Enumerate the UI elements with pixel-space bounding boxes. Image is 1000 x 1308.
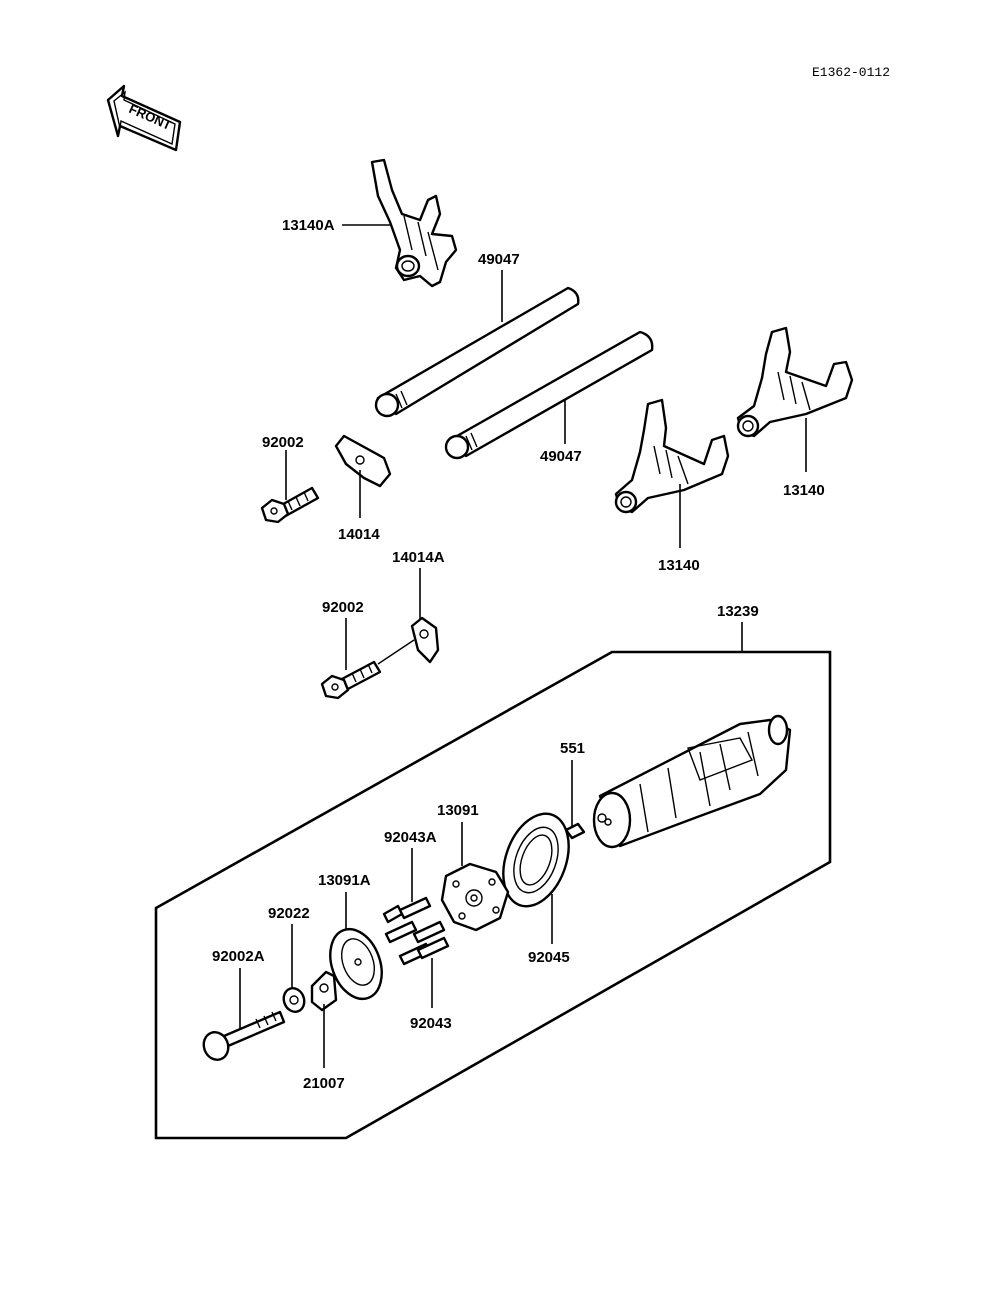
label-13140-right: 13140	[783, 482, 825, 499]
label-92022: 92022	[268, 905, 310, 922]
label-551: 551	[560, 740, 585, 757]
label-13140-mid: 13140	[658, 557, 700, 574]
label-49047-bot: 49047	[540, 448, 582, 465]
label-13140a: 13140A	[282, 217, 335, 234]
cam-plate-13091a	[329, 927, 383, 1001]
bolt-92002a	[202, 1010, 286, 1061]
label-13091a: 13091A	[318, 872, 371, 889]
shift-drum-13239	[592, 714, 792, 849]
label-13091: 13091	[437, 802, 479, 819]
pin-plate-13091	[440, 862, 510, 932]
label-92043a: 92043A	[384, 829, 437, 846]
label-13239: 13239	[717, 603, 759, 620]
bearing-92045	[502, 812, 570, 908]
label-92045: 92045	[528, 949, 570, 966]
shift-fork-13140a	[370, 158, 458, 288]
front-arrow-icon: FRONT	[106, 84, 182, 152]
shift-fork-13140-right	[736, 326, 854, 438]
bolt-92002-upper	[260, 486, 320, 524]
plate-14014a	[410, 616, 440, 664]
label-14014: 14014	[338, 526, 380, 543]
label-92043: 92043	[410, 1015, 452, 1032]
label-21007: 21007	[303, 1075, 345, 1092]
shift-fork-13140-middle	[614, 398, 730, 514]
label-49047-top: 49047	[478, 251, 520, 268]
label-92002a: 92002A	[212, 948, 265, 965]
label-14014a: 14014A	[392, 549, 445, 566]
shift-rod-49047-upper	[374, 286, 580, 418]
label-92002-a: 92002	[262, 434, 304, 451]
pin-551	[564, 822, 586, 840]
plate-14014	[334, 434, 392, 488]
bolt-92002-lower	[320, 639, 415, 700]
shift-rod-49047-lower	[444, 330, 654, 460]
lever-21007	[310, 970, 338, 1012]
assembly-box-13239	[154, 650, 832, 1140]
label-92002-b: 92002	[322, 599, 364, 616]
collar-92022	[282, 987, 306, 1013]
diagram-code: E1362-0112	[812, 65, 890, 80]
pins-92043	[382, 896, 450, 966]
